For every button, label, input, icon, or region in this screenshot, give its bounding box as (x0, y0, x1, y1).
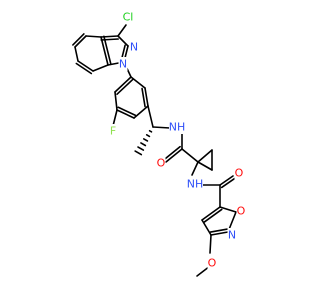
atom-cl-bg (120, 10, 136, 24)
atom-o-methoxy-bg (207, 256, 217, 270)
bond-ph-chiral (147, 105, 154, 128)
atom-nh-amide: NH (187, 178, 204, 191)
bond-isox-n-c3-second (209, 228, 229, 233)
bond-cyclopropane-c (197, 161, 213, 171)
atom-n-isoxazole-bg (227, 228, 237, 242)
atom-n1-bg (118, 57, 128, 71)
atom-nh-amide-bg (187, 177, 203, 191)
bond-chiral-methyl-hash (134, 150, 143, 156)
bond-indazole-c4-c5 (74, 35, 87, 48)
atom-nh-amine: NH (169, 121, 186, 134)
atom-o-isoxazole: O (237, 205, 246, 218)
bond-carbonyl2-o (219, 175, 234, 186)
atom-o-carbonyl-2: O (235, 167, 244, 180)
bond-indazole-c6-c7-second (75, 62, 93, 75)
bond-indazole-c5-c6 (74, 46, 79, 62)
bond-indazole-c3a-c3 (100, 35, 119, 38)
atom-f-bg (108, 124, 118, 138)
bond-ph-c6-c1 (114, 76, 132, 93)
bond-ph-c2-c3 (144, 87, 149, 107)
atom-o-methoxy: O (208, 257, 217, 270)
bond-isox-n-c3 (210, 231, 229, 236)
atom-o-isoxazole-bg (236, 204, 246, 218)
bond-carbonyl1-o-second (163, 145, 181, 161)
bond-chiral-nh (152, 126, 171, 129)
bond-c3-cl (117, 24, 127, 37)
bond-carbonyl1-o (165, 148, 183, 163)
atom-o-carbonyl-1: O (157, 157, 166, 170)
atom-f: F (110, 125, 116, 138)
bond-ph-f (112, 109, 118, 127)
bond-indazole-c6-c7 (77, 60, 94, 72)
atom-o-carbonyl-2-bg (234, 166, 244, 180)
bond-ph-c4-c5-second (117, 106, 137, 117)
atom-n1: N (119, 58, 127, 71)
bond-cyclopropane-a (197, 149, 213, 163)
bond-isox-c5-o (219, 206, 237, 213)
bond-ph-c6-c1-second (116, 78, 134, 95)
bond-indazole-c7a-c3a-second (103, 35, 112, 66)
bond-chiral-methyl-hash (148, 129, 153, 133)
bond-indazole-c7-c7a (92, 64, 109, 72)
bond-lines (72, 24, 237, 277)
atom-o-carbonyl-1-bg (156, 156, 166, 170)
atom-cl: Cl (123, 11, 134, 24)
atom-n2-bg (129, 40, 139, 54)
bond-isox-c4-c5-second (202, 208, 223, 224)
bond-chiral-methyl-hash (145, 134, 151, 138)
bond-cyclo-nh (191, 161, 199, 176)
bond-indazole-c4-c5-second (72, 33, 85, 46)
bond-c3-n2 (117, 35, 129, 47)
bond-carbonyl2-o-second (220, 177, 236, 189)
bond-chiral-methyl-hash (143, 138, 149, 142)
bond-ph-c5-c6 (114, 91, 118, 111)
bond-chiral-methyl-hash (137, 146, 145, 151)
bond-ph-c3-c4 (133, 105, 149, 119)
bond-chiral-methyl-hash (140, 142, 147, 147)
bond-carbonyl1-cyclo (181, 148, 199, 163)
bond-indazole-c3a-c3-second (100, 38, 119, 41)
bond-indazole-c7a-c3a (100, 36, 109, 66)
bond-c3-ome (209, 234, 212, 254)
bond-ph-c4-c5 (116, 109, 135, 119)
bond-isox-c4-c5 (201, 206, 221, 221)
bond-indazole-c3a-c4 (85, 35, 102, 38)
atom-n-isoxazole: N (228, 229, 236, 242)
atom-nh-amine-bg (169, 120, 185, 134)
atom-n2: N (130, 41, 138, 54)
bond-ph-c2-c3-second (141, 87, 146, 108)
